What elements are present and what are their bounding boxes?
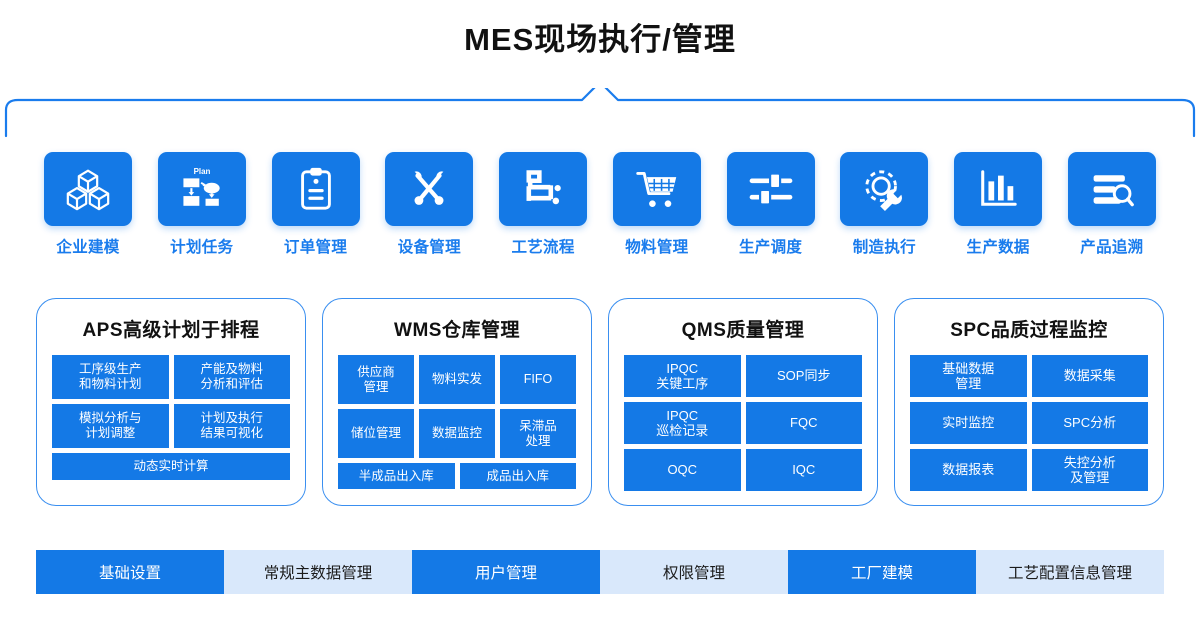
svg-text:Plan: Plan — [193, 167, 210, 176]
module-icon-label: 物料管理 — [625, 239, 689, 256]
module-card: APS高级计划于排程工序级生产和物料计划产能及物料分析和评估模拟分析与计划调整计… — [36, 298, 306, 506]
module-card-cell[interactable]: 实时监控 — [910, 402, 1027, 444]
module-card-title: APS高级计划于排程 — [82, 320, 260, 341]
module-card-title: SPC品质过程监控 — [950, 320, 1108, 341]
module-icon-item[interactable]: 产品追溯 — [1064, 152, 1160, 264]
module-card-cell[interactable]: 动态实时计算 — [52, 453, 290, 480]
module-icon-item[interactable]: 物料管理 — [609, 152, 705, 264]
module-card-cell[interactable]: 半成品出入库 — [338, 463, 455, 489]
module-card-cell[interactable]: 呆滞品处理 — [499, 409, 576, 458]
module-card-title: QMS质量管理 — [681, 320, 805, 341]
module-card-cell[interactable]: OQC — [624, 449, 741, 491]
wrench-screwdriver-icon[interactable] — [385, 152, 474, 226]
module-icon-item[interactable]: 订单管理 — [268, 152, 364, 264]
module-icon-item[interactable]: 工艺流程 — [495, 152, 591, 264]
foundation-bar-segment[interactable]: 基础设置 — [36, 550, 224, 594]
module-card-cell[interactable]: FIFO — [499, 355, 576, 404]
module-card-cell[interactable]: 数据监控 — [418, 409, 495, 458]
foundation-bar-segment[interactable]: 工艺配置信息管理 — [976, 550, 1164, 594]
module-card-cell[interactable]: SOP同步 — [745, 355, 862, 397]
process-flow-icon[interactable] — [499, 152, 588, 226]
page-title: MES现场执行/管理 — [464, 22, 736, 57]
module-icon-label: 制造执行 — [852, 239, 916, 256]
module-card-cell[interactable]: 物料实发 — [418, 355, 495, 404]
module-icon-item[interactable]: 企业建模 — [40, 152, 136, 264]
module-icon-label: 产品追溯 — [1080, 239, 1144, 256]
foundation-bar-segment[interactable]: 用户管理 — [412, 550, 600, 594]
module-icon-label: 生产调度 — [738, 239, 803, 256]
module-icon-item[interactable]: 生产数据 — [950, 152, 1046, 264]
module-card-cell[interactable]: 计划及执行结果可视化 — [173, 404, 290, 448]
shopping-cart-icon[interactable] — [612, 152, 701, 226]
sliders-icon[interactable] — [726, 152, 815, 226]
bar-chart-icon[interactable] — [954, 152, 1043, 226]
gear-wrench-icon[interactable] — [840, 152, 929, 226]
module-card-cell[interactable]: FQC — [745, 402, 862, 444]
module-card-cell[interactable]: 数据报表 — [910, 449, 1027, 491]
module-icon-item[interactable]: 生产调度 — [723, 152, 819, 264]
module-icon-label: 工艺流程 — [511, 239, 575, 256]
module-card-cell[interactable]: 成品出入库 — [459, 463, 576, 489]
module-card-cell[interactable]: 基础数据管理 — [910, 355, 1027, 397]
module-card-cell[interactable]: 数据采集 — [1031, 355, 1148, 397]
module-card-cell[interactable]: 模拟分析与计划调整 — [52, 404, 169, 448]
module-icon-item[interactable]: 设备管理 — [381, 152, 477, 264]
module-cards-row: APS高级计划于排程工序级生产和物料计划产能及物料分析和评估模拟分析与计划调整计… — [36, 298, 1164, 506]
module-card-cell[interactable]: 产能及物料分析和评估 — [173, 355, 290, 399]
module-card-cell[interactable]: 储位管理 — [338, 409, 414, 458]
module-icon-item[interactable]: Plan 计划任务 — [154, 152, 250, 264]
module-icon-label: 设备管理 — [397, 239, 461, 256]
plan-flowchart-icon[interactable]: Plan — [157, 152, 246, 226]
module-icon-item[interactable]: 制造执行 — [836, 152, 932, 264]
module-icon-label: 计划任务 — [170, 239, 234, 256]
module-icon-label: 企业建模 — [56, 239, 120, 256]
module-card-title: WMS仓库管理 — [394, 320, 520, 341]
module-card-cell[interactable]: 供应商管理 — [338, 355, 414, 404]
foundation-bar-segment[interactable]: 常规主数据管理 — [224, 550, 412, 594]
foundation-bar-segment[interactable]: 工厂建模 — [788, 550, 976, 594]
foundation-bar-segment[interactable]: 权限管理 — [600, 550, 788, 594]
module-icon-row: 企业建模 Plan 计划任务 订单管理 设备管理 — [40, 152, 1160, 264]
module-card-cell[interactable]: IQC — [745, 449, 862, 491]
module-card-cell[interactable]: 失控分析及管理 — [1031, 449, 1148, 491]
module-card-grid: 工序级生产和物料计划产能及物料分析和评估模拟分析与计划调整计划及执行结果可视化动… — [52, 355, 290, 480]
module-card-cell[interactable]: SPC分析 — [1031, 402, 1148, 444]
module-card-cell[interactable]: 工序级生产和物料计划 — [52, 355, 169, 399]
module-icon-label: 生产数据 — [966, 239, 1030, 256]
bracket-connector — [0, 80, 1200, 138]
module-icon-label: 订单管理 — [283, 239, 348, 256]
document-search-icon[interactable] — [1067, 152, 1156, 226]
cubes-3d-icon[interactable] — [44, 152, 132, 226]
page-title-wrap: MES现场执行/管理 — [0, 14, 1200, 59]
foundation-bar: 基础设置常规主数据管理用户管理权限管理工厂建模工艺配置信息管理 — [36, 550, 1164, 594]
clipboard-icon[interactable] — [271, 152, 360, 226]
